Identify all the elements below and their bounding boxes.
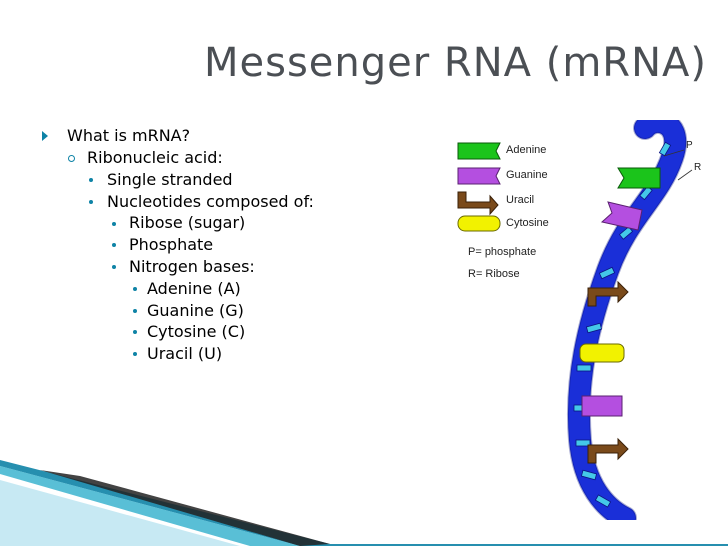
bullet-ribonucleic-acid: Ribonucleic acid: bbox=[87, 148, 223, 167]
level4-bullet-marker bbox=[112, 222, 116, 226]
legend-adenine-label: Adenine bbox=[506, 144, 547, 156]
level3-bullet-marker bbox=[89, 178, 93, 182]
mrna-strand-graphic bbox=[457, 110, 693, 530]
bullet-guanine: Guanine (G) bbox=[147, 301, 244, 320]
uracil-legend-shape bbox=[457, 191, 499, 216]
cytosine-legend-shape bbox=[457, 215, 501, 232]
decorative-swoosh bbox=[0, 460, 728, 546]
level5-bullet-marker bbox=[133, 330, 137, 334]
bullet-what-is-mrna: What is mRNA? bbox=[67, 126, 191, 145]
legend-guanine-label: Guanine bbox=[506, 169, 548, 181]
level5-bullet-marker bbox=[133, 352, 137, 356]
r-label: R bbox=[694, 162, 702, 173]
legend-cytosine-label: Cytosine bbox=[506, 217, 549, 229]
level2-bullet-marker bbox=[68, 155, 75, 162]
r-pointer-line bbox=[677, 169, 693, 181]
adenine-legend-shape bbox=[457, 142, 501, 160]
uracil-base-2 bbox=[587, 437, 629, 464]
bullet-uracil: Uracil (U) bbox=[147, 344, 223, 363]
guanine-legend-shape bbox=[457, 167, 501, 185]
bullet-phosphate: Phosphate bbox=[129, 235, 214, 254]
bullet-ribose: Ribose (sugar) bbox=[129, 213, 246, 232]
slide-title: Messenger RNA (mRNA) bbox=[204, 40, 707, 86]
mrna-diagram: Adenine Guanine Uracil Cytosine P= phosp… bbox=[440, 110, 728, 530]
bullet-nitrogen-bases: Nitrogen bases: bbox=[129, 257, 255, 276]
level4-bullet-marker bbox=[112, 265, 116, 269]
level5-bullet-marker bbox=[133, 287, 137, 291]
level1-bullet-marker bbox=[42, 131, 48, 141]
level4-bullet-marker bbox=[112, 243, 116, 247]
ribose-blocks bbox=[573, 141, 672, 508]
level5-bullet-marker bbox=[133, 309, 137, 313]
p-pointer-line bbox=[663, 149, 685, 157]
level3-bullet-marker bbox=[89, 200, 93, 204]
bullet-cytosine: Cytosine (C) bbox=[147, 322, 246, 341]
legend-uracil-label: Uracil bbox=[506, 194, 535, 206]
p-label: P bbox=[686, 140, 693, 151]
bullet-adenine: Adenine (A) bbox=[147, 279, 241, 298]
guanine-base-2 bbox=[581, 395, 623, 417]
adenine-base bbox=[617, 167, 661, 189]
legend-r-definition: R= Ribose bbox=[468, 268, 520, 280]
bullet-single-stranded: Single stranded bbox=[107, 170, 233, 189]
bullet-nucleotides: Nucleotides composed of: bbox=[107, 192, 314, 211]
cytosine-base bbox=[579, 343, 625, 363]
legend-p-definition: P= phosphate bbox=[468, 246, 537, 258]
uracil-base-1 bbox=[587, 280, 629, 307]
guanine-base bbox=[600, 201, 643, 231]
